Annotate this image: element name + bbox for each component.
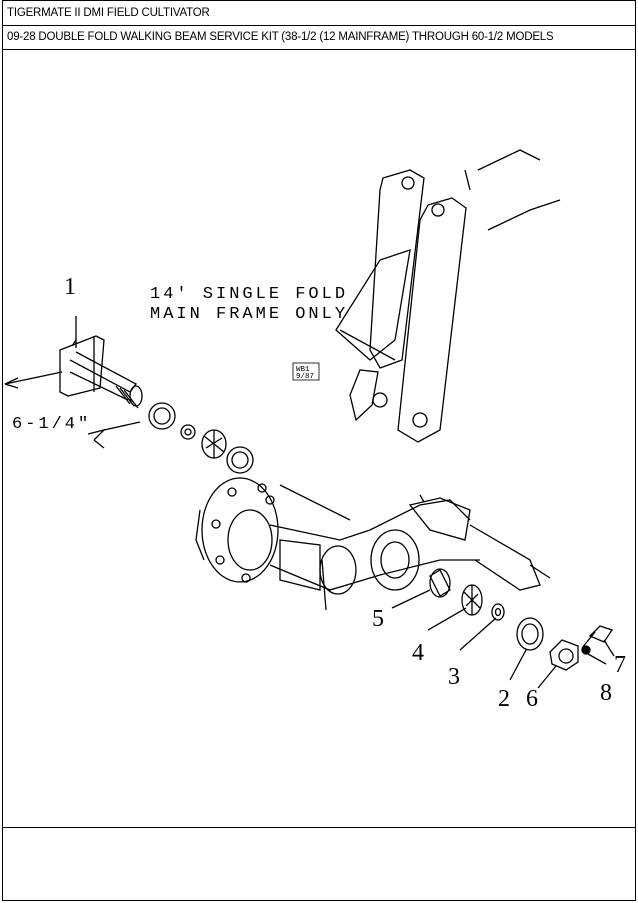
spindle-part-1 (59, 316, 143, 409)
callout-4: 4 (412, 640, 424, 666)
page-title: TIGERMATE II DMI FIELD CULTIVATOR (3, 4, 635, 26)
callout-3: 3 (448, 664, 460, 690)
callout-5: 5 (372, 606, 384, 632)
leader-lines (391, 589, 615, 689)
callout-8: 8 (600, 680, 612, 706)
note-line-2: MAIN FRAME ONLY (150, 305, 348, 324)
left-bearing-stack (148, 402, 254, 474)
right-parts-stack (429, 568, 614, 671)
note-line-1: 14' SINGLE FOLD (150, 285, 348, 304)
dimension-label: 6-1/4" (12, 415, 91, 434)
callout-7: 7 (614, 652, 626, 678)
callout-6: 6 (526, 686, 538, 712)
stamp-line-2: 9/87 (296, 373, 314, 381)
callout-2: 2 (498, 686, 510, 712)
callout-1: 1 (64, 274, 76, 300)
footer-divider (3, 827, 635, 828)
page-subtitle: 09-28 DOUBLE FOLD WALKING BEAM SERVICE K… (3, 26, 635, 50)
dimension-6-1-4 (4, 371, 141, 449)
stamp-line-1: WB1 (296, 366, 310, 374)
hub-walking-beam (195, 477, 551, 611)
main-frame-drawing (335, 149, 561, 443)
